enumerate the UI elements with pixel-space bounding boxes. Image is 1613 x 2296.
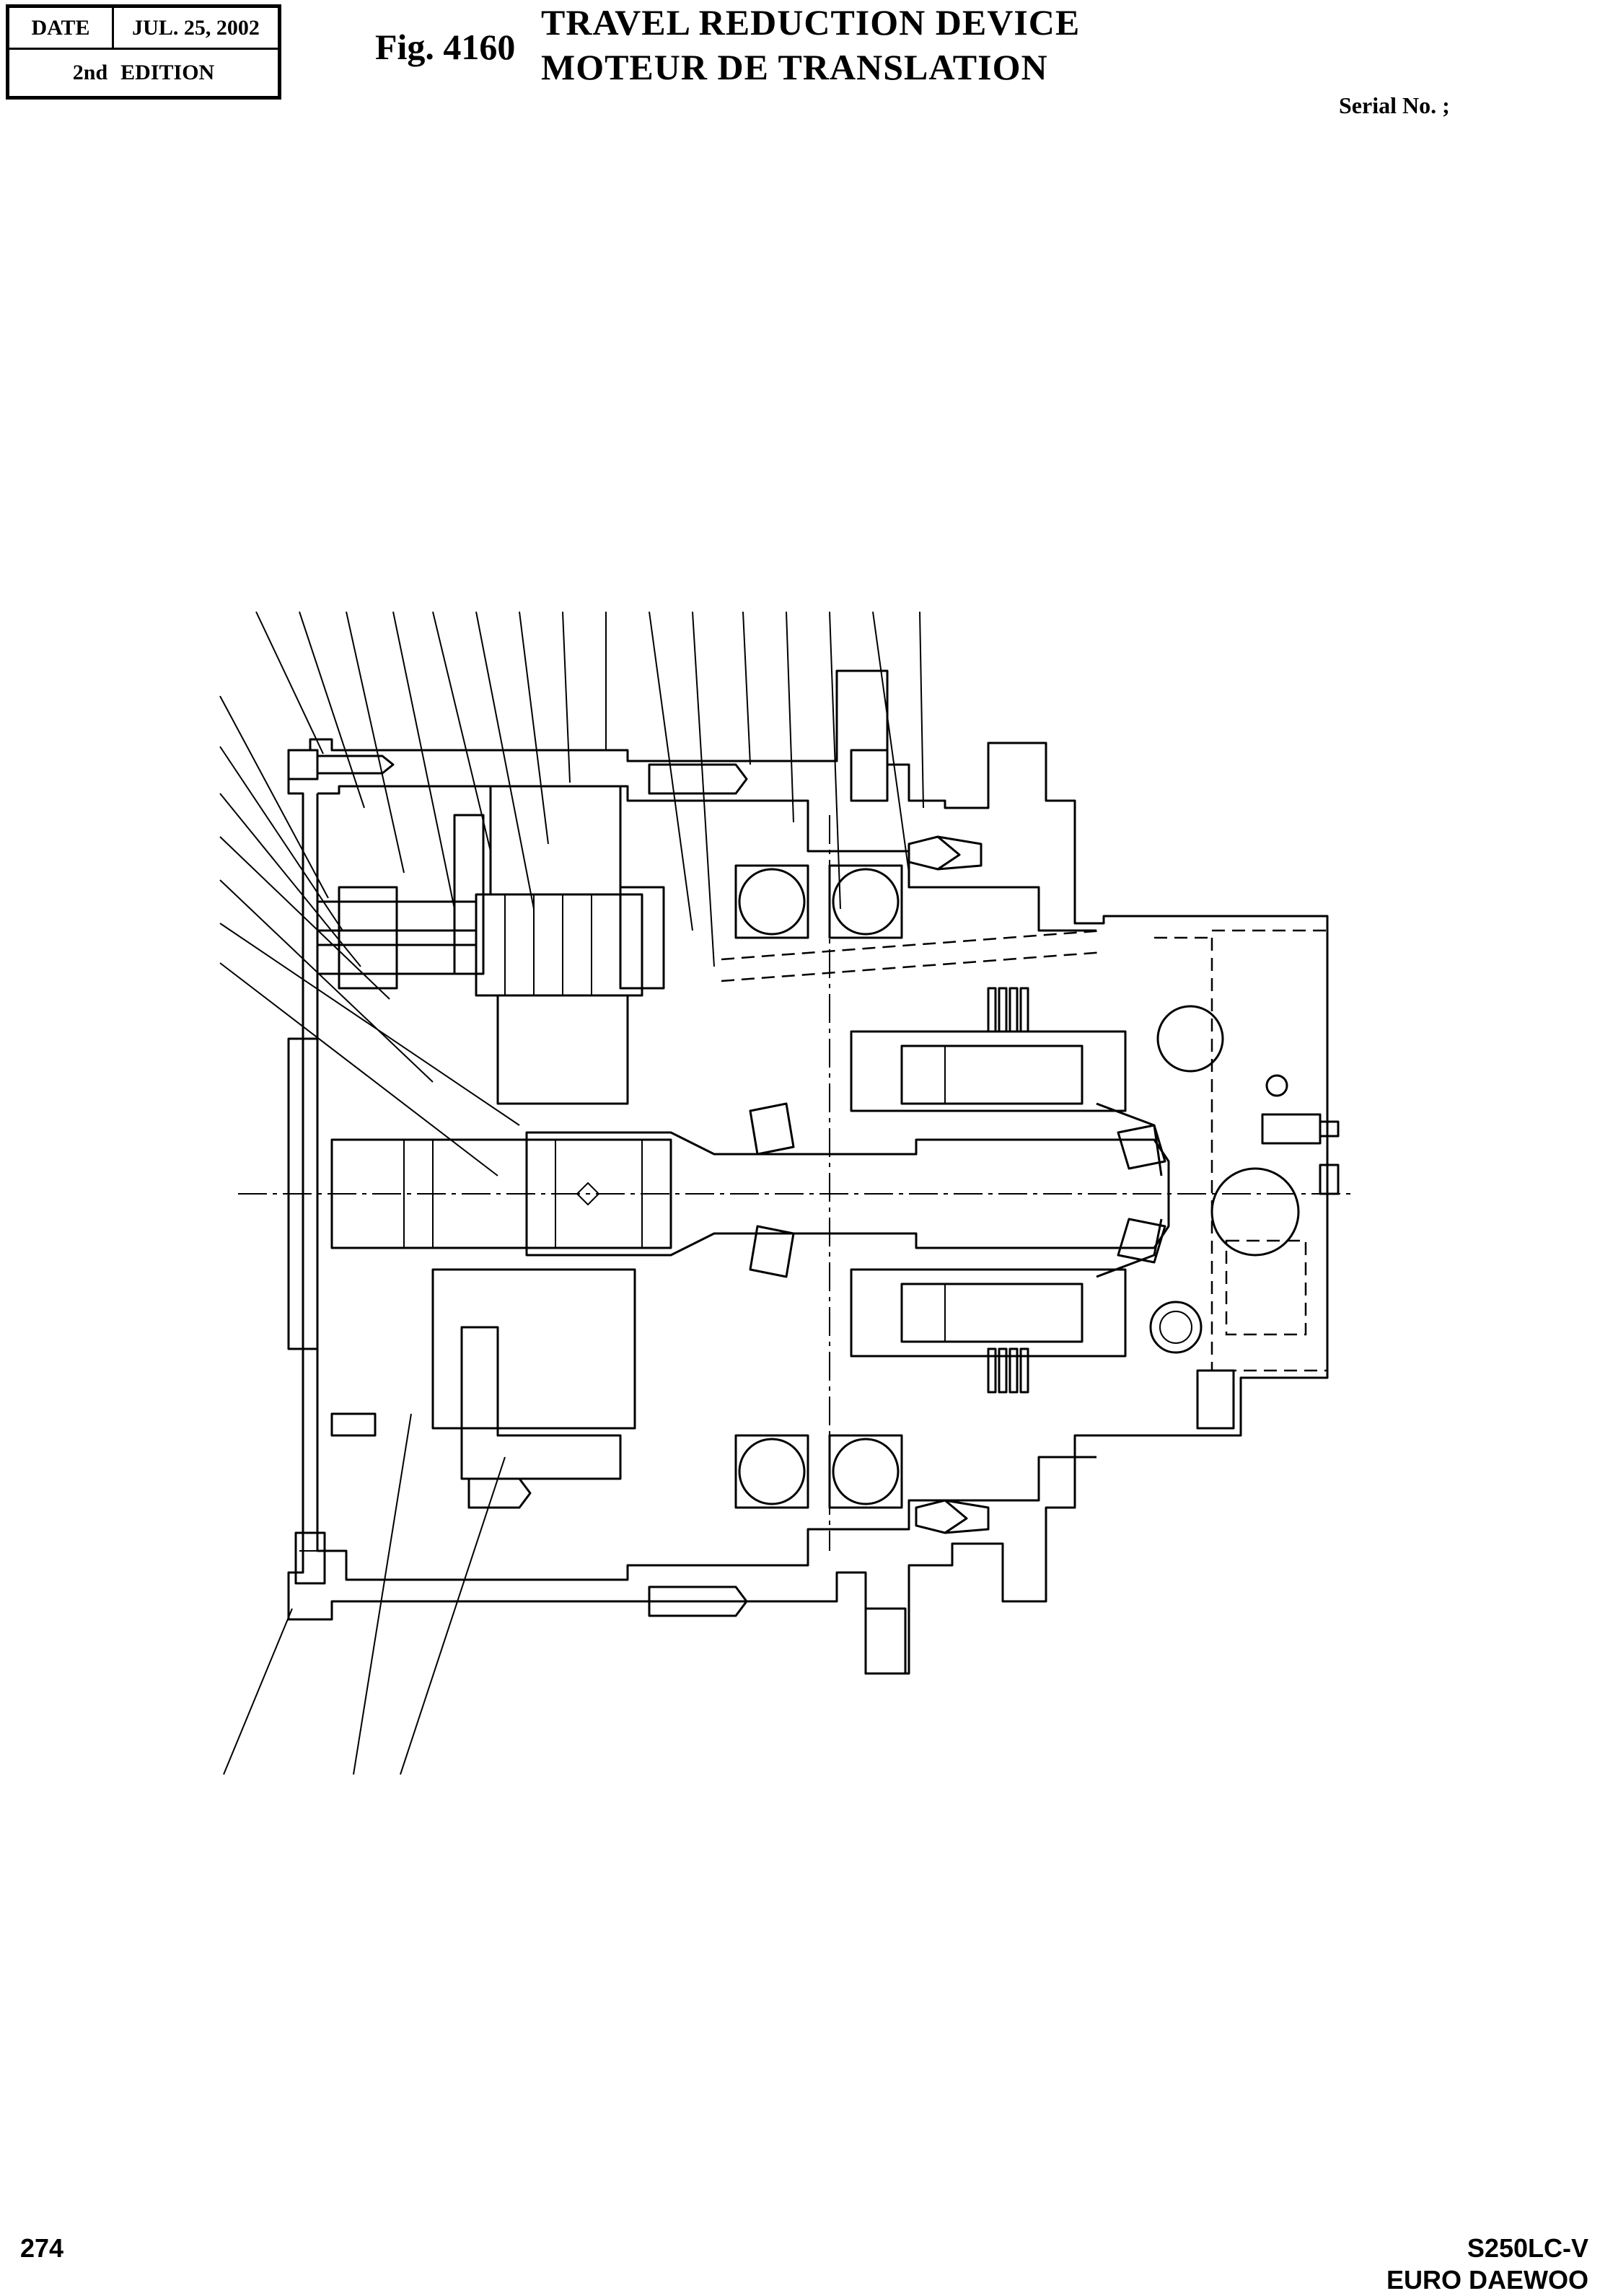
floating-seals <box>907 835 990 1534</box>
edition-ordinal: 2nd <box>72 61 108 84</box>
edition-cell: 2nd EDITION <box>9 50 278 96</box>
bottom-leader-lines <box>223 1413 506 1775</box>
housing-outline <box>287 669 1329 1675</box>
housing-inner-wall <box>316 785 1096 1581</box>
brake-discs <box>987 987 1029 1394</box>
relief-valve-circle <box>1210 1167 1300 1257</box>
title-french: MOTEUR DE TRANSLATION <box>541 47 1048 87</box>
plug-bottom-left <box>294 1531 326 1585</box>
port-circle-upper <box>1156 1005 1224 1073</box>
bottom-bolts <box>648 1585 907 1675</box>
hydraulic-motor-cylinder <box>850 1030 1163 1358</box>
figure-number: Fig. 4160 <box>375 27 516 67</box>
top-bolts <box>287 749 889 802</box>
date-edition-box: DATE JUL. 25, 2002 2nd EDITION <box>6 4 281 100</box>
valve-block <box>721 929 1329 1372</box>
right-fittings <box>1196 1113 1340 1430</box>
planetary-gear-upper <box>453 785 643 1105</box>
serial-number-label: Serial No. ; <box>1339 92 1450 118</box>
small-port-circle <box>1265 1074 1288 1097</box>
main-ball-bearings <box>734 864 903 1509</box>
lower-ring-gear <box>330 1268 636 1509</box>
page-number: 274 <box>20 2233 64 2263</box>
top-leader-lines <box>255 611 924 967</box>
date-label: DATE <box>9 8 114 50</box>
date-value: JUL. 25, 2002 <box>114 8 278 50</box>
left-cover-plate <box>287 1037 319 1350</box>
brand-name: EURO DAEWOO <box>1386 2265 1588 2295</box>
port-circle-lower <box>1149 1301 1203 1354</box>
tapered-roller-bearings <box>749 1102 1166 1278</box>
model-name: S250LC-V <box>1467 2233 1588 2263</box>
title-english: TRAVEL REDUCTION DEVICE <box>541 2 1081 43</box>
carrier-shaft-upper <box>316 886 665 990</box>
output-shaft <box>330 1131 1170 1257</box>
left-leader-lines <box>219 695 520 1176</box>
edition-label: EDITION <box>120 61 215 84</box>
